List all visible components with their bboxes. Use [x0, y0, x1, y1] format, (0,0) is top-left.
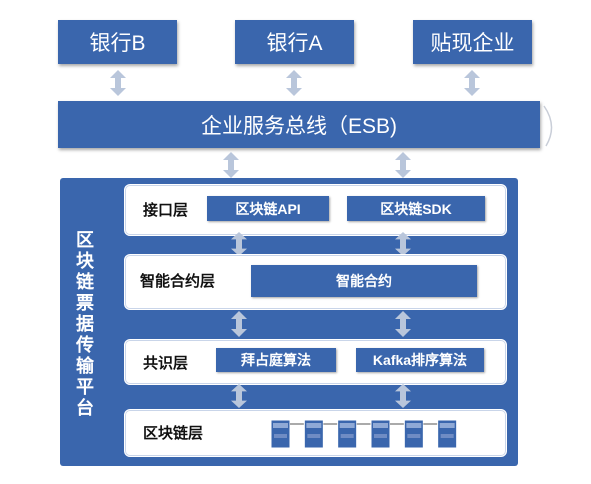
double-arrow-icon — [229, 384, 249, 408]
interface-layer-name: 接口层 — [143, 201, 189, 219]
chained-blocks-icon — [266, 412, 466, 454]
platform-char: 平 — [76, 376, 94, 397]
blockchain-sdk-module: 区块链SDK — [347, 196, 485, 221]
platform-char: 区 — [76, 229, 94, 250]
block-icon — [437, 419, 458, 449]
kafka-ordering-module: Kafka排序算法 — [356, 348, 484, 372]
block-icon — [370, 419, 391, 449]
double-arrow-icon — [393, 384, 413, 408]
module-label: 智能合约 — [336, 273, 392, 289]
participant-discount-enterprise: 贴现企业 — [413, 20, 532, 64]
platform-char: 传 — [76, 334, 94, 355]
module-label: 区块链API — [235, 200, 301, 217]
block-icon — [303, 419, 324, 449]
consensus-layer-name: 共识层 — [143, 354, 189, 372]
participant-label: 银行B — [89, 32, 146, 55]
platform-char: 据 — [76, 313, 94, 334]
decorative-arc — [543, 105, 553, 147]
platform-char: 链 — [76, 271, 94, 292]
platform-char: 块 — [76, 250, 94, 271]
esb-label: 企业服务总线（ESB) — [200, 114, 397, 138]
module-label: 拜占庭算法 — [241, 352, 311, 368]
smart-contract-layer-name: 智能合约层 — [140, 272, 216, 290]
double-arrow-icon — [229, 311, 249, 337]
platform-title: 区 块 链 票 据 传 输 平 台 — [68, 210, 102, 438]
platform-char: 台 — [76, 397, 94, 418]
double-arrow-icon — [229, 232, 249, 256]
block-icon — [403, 419, 424, 449]
double-arrow-icon — [221, 152, 241, 178]
participant-label: 贴现企业 — [430, 32, 515, 55]
double-arrow-icon — [393, 311, 413, 337]
platform-char: 输 — [76, 355, 94, 376]
participant-bank-a: 银行A — [235, 20, 354, 64]
blocks-svg — [270, 419, 458, 449]
double-arrow-icon — [393, 152, 413, 178]
double-arrow-icon — [393, 232, 413, 256]
platform-char: 票 — [76, 292, 94, 313]
esb-bar: 企业服务总线（ESB) — [58, 101, 540, 148]
blockchain-api-module: 区块链API — [207, 196, 329, 221]
double-arrow-icon — [462, 70, 482, 96]
module-label: 区块链SDK — [380, 200, 452, 217]
double-arrow-icon — [284, 70, 304, 96]
byzantine-algorithm-module: 拜占庭算法 — [216, 348, 336, 372]
blockchain-layer-name: 区块链层 — [143, 424, 204, 442]
participant-label: 银行A — [266, 32, 323, 55]
module-label: Kafka排序算法 — [372, 352, 468, 368]
block-icon — [337, 419, 358, 449]
smart-contract-module: 智能合约 — [251, 265, 477, 297]
double-arrow-icon — [108, 70, 128, 96]
block-icon — [270, 419, 291, 449]
participant-bank-b: 银行B — [58, 20, 177, 64]
